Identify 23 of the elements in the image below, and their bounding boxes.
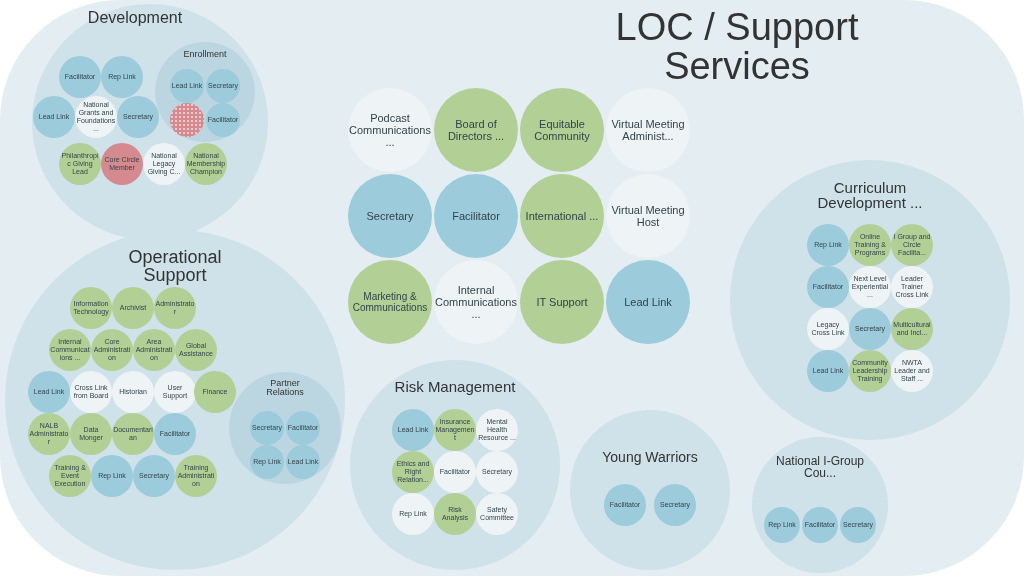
group-title: Risk Management — [393, 379, 517, 395]
group-title: Partner Relations — [265, 379, 305, 398]
role-circle: Lead Link — [606, 260, 690, 344]
group-title: Operational Support — [127, 248, 223, 285]
group-title: Development — [86, 10, 184, 27]
group-title: National I-Group Cou... — [774, 455, 865, 480]
role-circle: IT Support — [520, 260, 604, 344]
empty-role-circle — [170, 103, 204, 137]
role-circle: Equitable Community — [520, 88, 604, 172]
role-circle: International ... — [520, 174, 604, 258]
role-circle: Secretary — [348, 174, 432, 258]
role-circle: Marketing & Communications — [348, 260, 432, 344]
role-circle: Internal Communications ... — [434, 260, 518, 344]
group-title: Young Warriors — [601, 450, 699, 465]
group-title: LOC / Support Services — [614, 8, 860, 86]
role-circle: Virtual Meeting Host — [606, 174, 690, 258]
circle-group — [155, 42, 255, 142]
role-circle: Virtual Meeting Administ... — [606, 88, 690, 172]
group-title: Curriculum Development ... — [816, 180, 924, 211]
role-circle: Board of Directors ... — [434, 88, 518, 172]
role-circle: Podcast Communications ... — [348, 88, 432, 172]
role-circle: Facilitator — [434, 174, 518, 258]
group-title: Enrollment — [182, 50, 228, 60]
